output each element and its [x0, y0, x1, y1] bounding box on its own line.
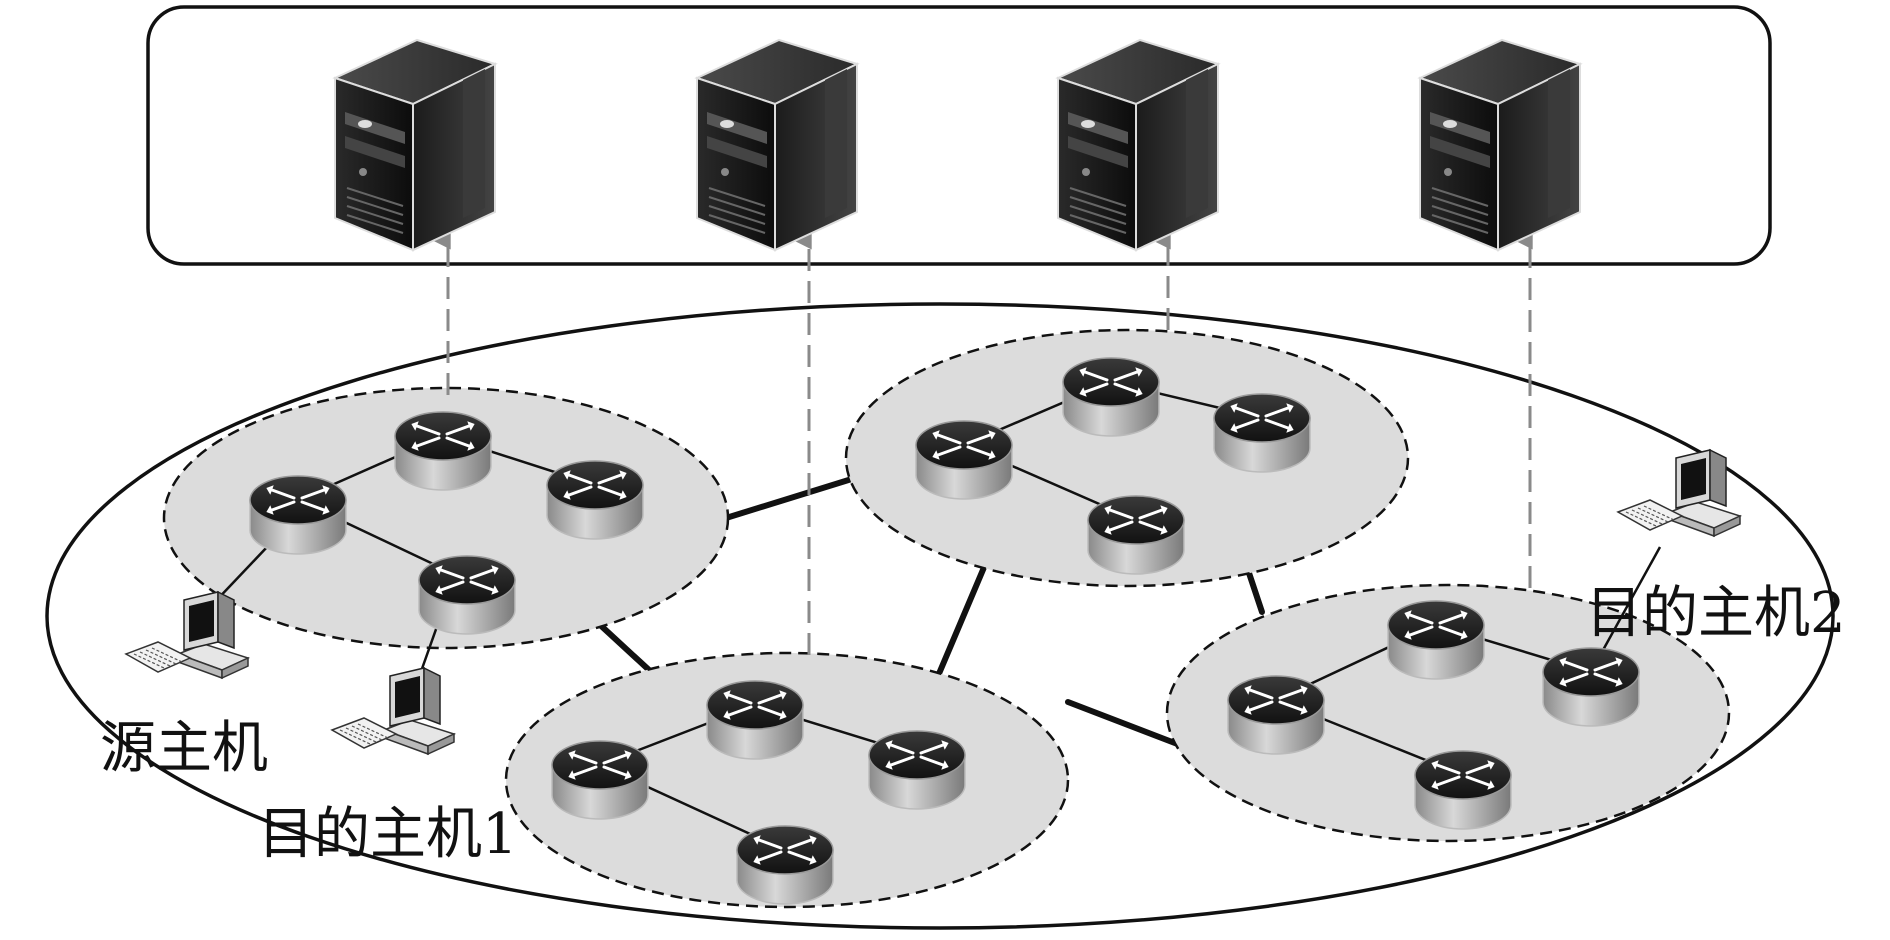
domain-ellipses [162, 328, 1731, 909]
router-icon [1213, 393, 1311, 473]
label-source-host: 源主机 [100, 716, 268, 781]
router-icon [249, 475, 347, 555]
domain-1 [162, 386, 730, 650]
router-icon [1227, 675, 1325, 755]
desktop-computer-icon [124, 590, 251, 680]
router-icon [546, 460, 644, 540]
inter-domain-links [595, 475, 1265, 748]
server-group [332, 38, 1583, 252]
server-icon [1417, 38, 1583, 252]
router-group [249, 357, 1640, 905]
mapping-arrows [423, 222, 1533, 655]
desktop-computer-icon [330, 666, 457, 756]
router-icon [551, 740, 649, 820]
server-icon [694, 38, 860, 252]
router-icon [736, 825, 834, 905]
router-icon [915, 420, 1013, 500]
server-cluster-box [146, 5, 1772, 266]
router-icon [1087, 495, 1185, 575]
router-icon [418, 555, 516, 635]
router-icon [1387, 600, 1485, 680]
router-icon [1414, 750, 1512, 830]
server-icon [332, 38, 498, 252]
server-icon [1055, 38, 1221, 252]
router-icon [706, 680, 804, 760]
router-icon [394, 411, 492, 491]
domain-3 [504, 651, 1070, 909]
label-dest-host-1: 目的主机1 [258, 802, 518, 867]
desktop-computer-icon [1616, 448, 1743, 538]
label-dest-host-2: 目的主机2 [1586, 581, 1846, 646]
host-group [124, 448, 1743, 756]
router-icon [1542, 647, 1640, 727]
router-icon [1062, 357, 1160, 437]
router-icon [868, 730, 966, 810]
